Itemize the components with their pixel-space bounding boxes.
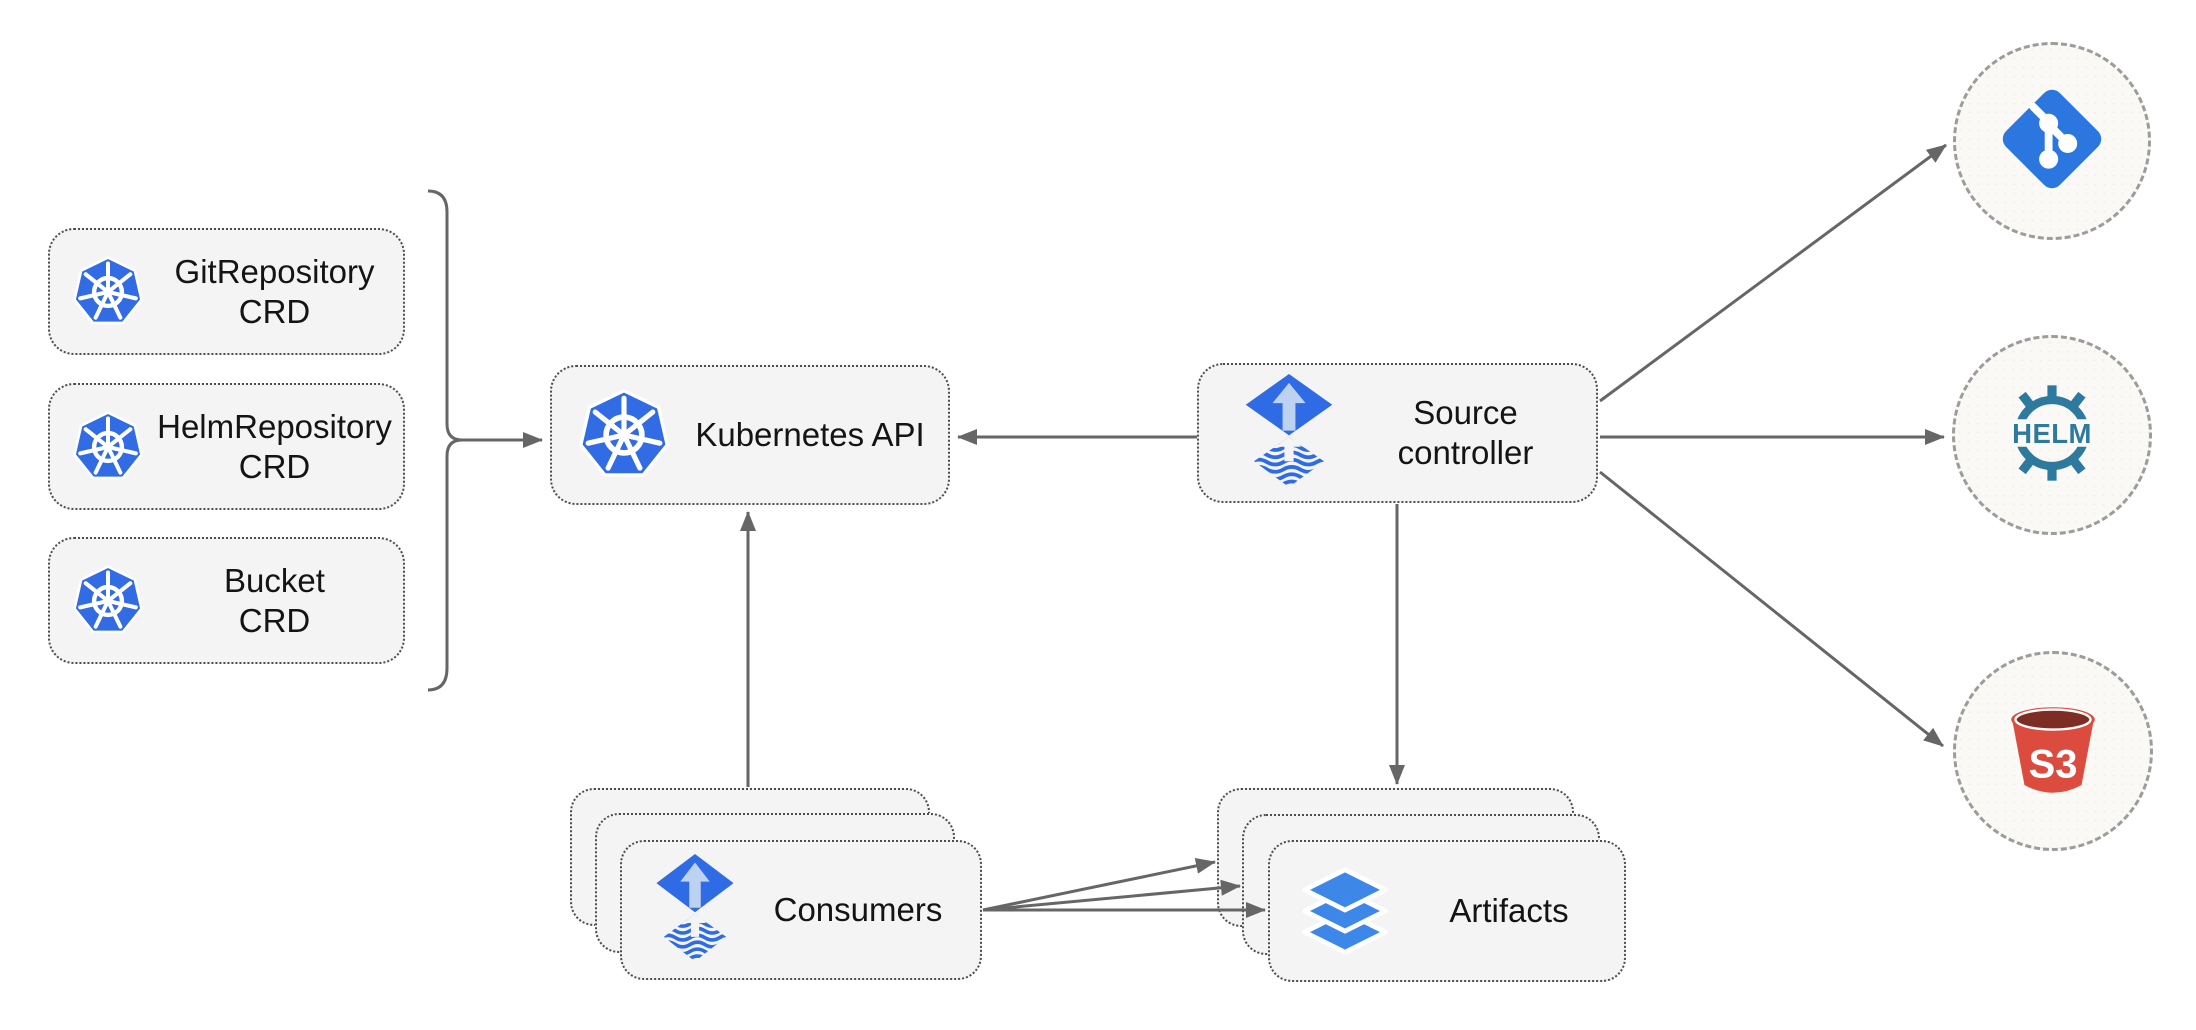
layers-icon xyxy=(1296,863,1394,959)
arrow-consumers-to-artifacts-middle xyxy=(982,879,1241,912)
s3-source-circle: S3 xyxy=(1953,651,2153,851)
crd-group-bracket xyxy=(427,189,463,692)
kubernetes-wheel-icon xyxy=(70,409,146,485)
gitrepository-crd-label-line1: GitRepository xyxy=(174,252,375,290)
kubernetes-api-label: Kubernetes API xyxy=(695,416,925,453)
gitrepository-crd-label: GitRepository CRD xyxy=(146,252,403,332)
kubernetes-wheel-icon xyxy=(70,563,146,639)
kubernetes-api-node: Kubernetes API xyxy=(550,365,950,505)
arrow-source-controller-to-s3 xyxy=(1599,470,1944,748)
git-source-circle xyxy=(1953,42,2151,240)
bucket-crd-label-line2: CRD xyxy=(238,601,311,639)
helmrepository-crd-node: HelmRepository CRD xyxy=(48,383,405,510)
bucket-crd-label: Bucket CRD xyxy=(146,561,403,641)
source-controller-label-line1: Source xyxy=(1413,394,1518,431)
bucket-crd-label-line1: Bucket xyxy=(224,561,325,599)
helm-icon: HELM xyxy=(1997,378,2107,493)
helm-logo-text: HELM xyxy=(2012,418,2092,449)
artifacts-node: Artifacts xyxy=(1268,840,1626,982)
helmrepository-crd-label: HelmRepository CRD xyxy=(146,407,403,487)
s3-bucket-icon: S3 xyxy=(1996,692,2110,811)
consumers-label: Consumers xyxy=(773,891,943,928)
source-controller-label-line2: controller xyxy=(1397,434,1534,471)
arrow-source-controller-to-git xyxy=(1599,143,1947,403)
kubernetes-wheel-icon xyxy=(70,254,146,330)
bucket-crd-node: Bucket CRD xyxy=(48,537,405,664)
helmrepository-crd-label-line1: HelmRepository xyxy=(157,407,392,445)
gitrepository-crd-label-line2: CRD xyxy=(238,292,311,330)
gitrepository-crd-node: GitRepository CRD xyxy=(48,228,405,355)
source-controller-node: Source controller xyxy=(1197,363,1598,503)
s3-logo-text: S3 xyxy=(2029,742,2078,786)
artifacts-label: Artifacts xyxy=(1449,892,1569,929)
flux-icon xyxy=(1243,374,1335,492)
arrow-consumers-to-artifacts-back xyxy=(982,858,1216,912)
helm-source-circle: HELM xyxy=(1952,335,2152,535)
consumers-node: Consumers xyxy=(620,840,982,980)
flux-icon xyxy=(654,854,736,966)
helmrepository-crd-label-line2: CRD xyxy=(238,447,311,485)
kubernetes-wheel-icon xyxy=(576,386,672,484)
git-icon xyxy=(1996,83,2108,200)
source-controller-label: Source controller xyxy=(1335,393,1596,473)
